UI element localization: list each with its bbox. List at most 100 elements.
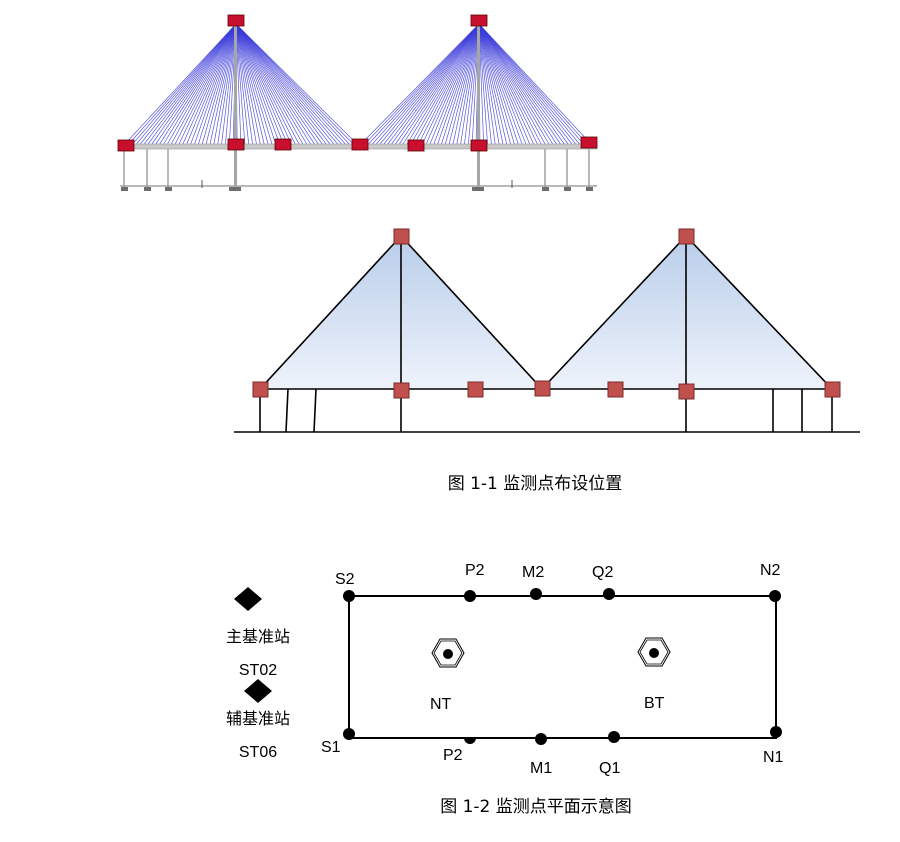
- point-N1: [770, 726, 782, 738]
- pier-bases: [121, 187, 593, 191]
- marker-deck: [580, 136, 598, 149]
- stay-cable: [235, 23, 343, 146]
- label-P2-bottom: P2: [443, 747, 463, 764]
- stay-cable: [139, 23, 237, 146]
- stay-cable: [174, 23, 237, 146]
- stay-cable: [478, 23, 585, 146]
- stay-cable: [151, 23, 237, 146]
- stay-cable: [235, 23, 257, 146]
- stay-cable: [478, 23, 566, 146]
- stay-cable: [235, 23, 285, 146]
- label-N1: N1: [763, 749, 784, 766]
- tower-1: [234, 20, 237, 188]
- stay-cable: [406, 23, 480, 146]
- stay-cable: [235, 23, 331, 146]
- point-S2: [343, 590, 355, 602]
- stay-cable: [390, 23, 480, 146]
- stay-cable: [367, 23, 480, 146]
- stay-cable: [201, 23, 237, 146]
- tower-NT: [431, 638, 465, 668]
- stay-cable: [235, 23, 281, 146]
- stay-cable: [170, 23, 237, 146]
- stay-cable: [433, 23, 480, 146]
- plan-view: S2 P2 M2 Q2 N2 S1 P2 M1 Q1 N1 NT BT 主基准站…: [226, 562, 784, 777]
- label-S1: S1: [321, 739, 341, 756]
- stay-cable: [478, 23, 492, 146]
- stay-cable: [478, 23, 550, 146]
- stay-cable: [135, 23, 237, 146]
- stay-cable: [478, 23, 496, 146]
- stay-cable: [478, 23, 516, 146]
- figure-1-1-caption: 图 1-1 监测点布设位置: [448, 474, 623, 494]
- stay-cable: [382, 23, 480, 146]
- stay-cable: [235, 23, 296, 146]
- stay-cable: [123, 23, 237, 146]
- stay-cable: [193, 23, 237, 146]
- label-BT: BT: [644, 695, 665, 712]
- stay-cable: [478, 23, 508, 146]
- stay-cable: [464, 23, 480, 146]
- stay-cable: [478, 23, 593, 146]
- stay-cable: [235, 23, 254, 146]
- stay-cable: [363, 23, 480, 146]
- stay-cable: [371, 23, 480, 146]
- stay-cable: [235, 23, 293, 146]
- render-markers: [117, 14, 598, 152]
- stay-cable: [235, 23, 269, 146]
- marker-deck: [351, 138, 369, 151]
- stay-cable: [235, 23, 320, 146]
- point-Q2: [603, 588, 615, 600]
- stay-cable: [166, 23, 237, 146]
- stay-cable: [209, 23, 237, 146]
- stay-cable: [386, 23, 480, 146]
- marker-deck: [607, 381, 624, 398]
- stay-cable: [235, 23, 250, 146]
- stay-cable: [359, 23, 480, 146]
- stay-cable: [235, 23, 324, 146]
- main-station-label: 主基准站: [226, 627, 290, 646]
- stay-cable: [213, 23, 237, 146]
- marker-tower1-top: [393, 228, 410, 245]
- point-P2-bottom: [464, 738, 476, 744]
- stay-cable: [127, 23, 237, 146]
- stay-cable: [189, 23, 237, 146]
- arrows: [201, 180, 513, 188]
- stay-cable: [162, 23, 237, 146]
- stay-cable: [235, 23, 351, 146]
- stay-cable: [456, 23, 480, 146]
- label-S2: S2: [335, 571, 355, 588]
- marker-deck: [407, 139, 425, 152]
- stay-cable: [478, 23, 554, 146]
- marker-deck: [393, 382, 410, 399]
- marker-deck: [534, 380, 551, 397]
- stay-cable: [221, 23, 237, 146]
- stay-cable: [478, 23, 577, 146]
- marker-deck: [252, 381, 269, 398]
- stay-cable: [375, 23, 480, 146]
- stay-cable: [235, 23, 289, 146]
- schematic-markers: [252, 228, 841, 400]
- stay-cable: [460, 23, 480, 146]
- stay-cable: [478, 23, 527, 146]
- tower-2: [477, 20, 480, 188]
- label-N2: N2: [760, 562, 781, 579]
- marker-tower1-top: [227, 14, 245, 27]
- stay-cable: [186, 23, 237, 146]
- stay-cable: [235, 23, 273, 146]
- stay-cable: [478, 23, 589, 146]
- stay-cable: [235, 23, 304, 146]
- stay-cable: [398, 23, 480, 146]
- stay-cable: [235, 23, 359, 146]
- stay-cable: [178, 23, 237, 146]
- marker-deck: [824, 381, 841, 398]
- main-station-code: ST02: [239, 662, 277, 679]
- stay-cables: [123, 23, 593, 146]
- stay-cable: [417, 23, 480, 146]
- stay-cable: [235, 23, 308, 146]
- stay-cable: [444, 23, 480, 146]
- stay-cable: [478, 23, 570, 146]
- stay-cable: [409, 23, 480, 146]
- stay-cable: [478, 23, 523, 146]
- marker-deck: [467, 381, 484, 398]
- marker-deck: [678, 383, 695, 400]
